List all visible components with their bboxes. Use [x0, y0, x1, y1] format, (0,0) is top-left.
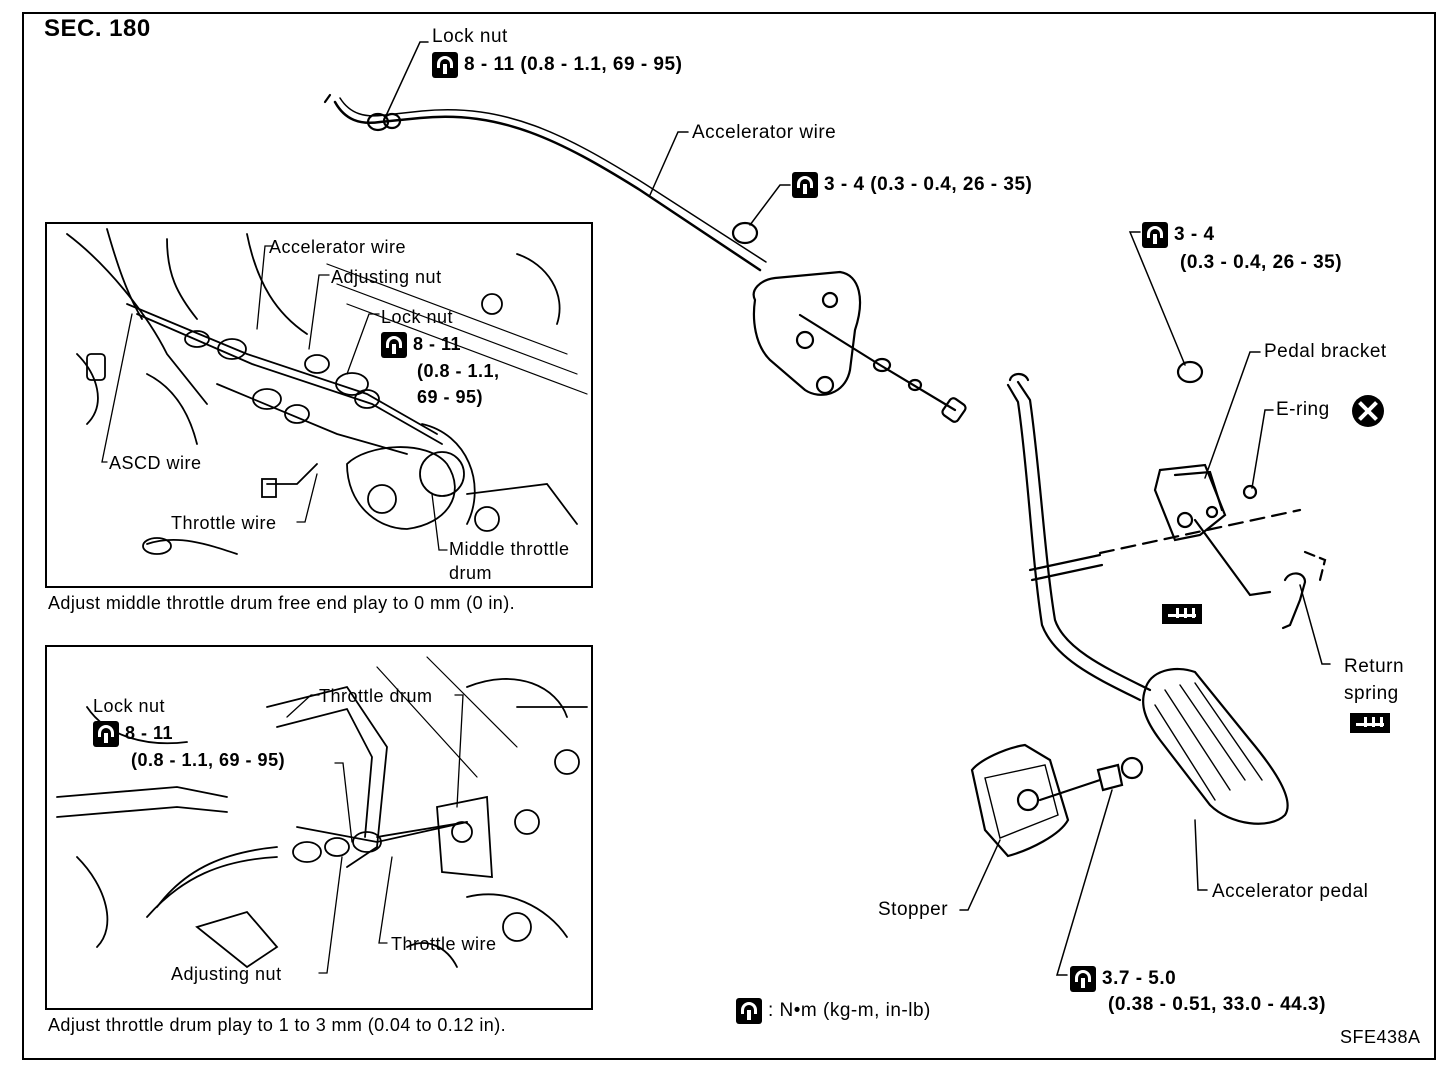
inset-bottom-lock-nut-label: Lock nut: [93, 696, 166, 716]
torque-wrench-icon: [432, 52, 458, 78]
accelerator-pedal-pad: [1142, 668, 1289, 825]
inset-top-accelerator-wire-label: Accelerator wire: [269, 237, 407, 257]
pedal-bracket-shape: [1153, 463, 1227, 542]
inner-cable: [798, 313, 957, 412]
lock-nut-main-shape: [366, 112, 390, 132]
return-spring-label-line1: Return: [1344, 656, 1405, 677]
diagram-frame: [22, 12, 1436, 1060]
inset-top-middle-throttle-label-line2: drum: [449, 563, 493, 583]
inset-throttle-drum: Lock nut 8 - 11 (0.8 - 1.1, 69 - 95) Thr…: [45, 645, 593, 1010]
inset-bottom-torque-line2: (0.8 - 1.1, 69 - 95): [131, 750, 286, 770]
bracket-nut-shape: [731, 221, 759, 245]
grease-icon: [1162, 604, 1202, 624]
pedal-bolt-torque-line1: 3.7 - 5.0: [1070, 966, 1176, 992]
section-label: SEC. 180: [44, 15, 151, 42]
accelerator-wire-cable: [333, 100, 762, 272]
torque-wrench-icon: [93, 721, 119, 747]
inset-top-lock-nut-label: Lock nut: [381, 307, 454, 327]
return-spring-shape: [1193, 518, 1272, 597]
inset-top-torque-line2: (0.8 - 1.1,: [417, 361, 500, 381]
inset-top-caption: Adjust middle throttle drum free end pla…: [48, 593, 515, 613]
inset-bottom-throttle-drum-label: Throttle drum: [319, 686, 433, 706]
grease-icon: [1350, 713, 1390, 733]
pedal-bracket-label: Pedal bracket: [1264, 341, 1387, 362]
inset-bottom-adjusting-nut-label: Adjusting nut: [171, 964, 282, 984]
pedal-bracket-torque-line1: 3 - 4: [1142, 222, 1215, 248]
pedal-arm: [1016, 380, 1152, 692]
return-spring-label-line2: spring: [1344, 683, 1399, 704]
accelerator-pedal-label: Accelerator pedal: [1212, 881, 1369, 902]
inset-bottom-torque-line1: 8 - 11: [93, 721, 173, 747]
lock-nut-label: Lock nut: [432, 26, 508, 47]
accelerator-wire-cable-outline: [339, 97, 767, 263]
inset-bottom-caption: Adjust throttle drum play to 1 to 3 mm (…: [48, 1015, 507, 1035]
torque-unit-legend: : N•m (kg-m, in-lb): [736, 998, 931, 1024]
pedal-bolt-shape: [1038, 778, 1102, 802]
inset-top-torque-line1: 8 - 11: [381, 332, 461, 358]
inset-top-linework: [66, 228, 588, 555]
wire-bracket-shape: [752, 270, 862, 396]
inset-top-middle-throttle-label-line1: Middle throttle: [449, 539, 570, 559]
torque-wrench-icon: [736, 998, 762, 1024]
e-ring-label: E-ring: [1276, 399, 1330, 420]
inset-top-ascd-wire-label: ASCD wire: [109, 453, 202, 473]
inset-bottom-linework: [56, 656, 588, 974]
torque-wrench-icon: [1142, 222, 1168, 248]
inset-middle-throttle-drum: Accelerator wire Adjusting nut Lock nut …: [45, 222, 593, 588]
figure-code: SFE438A: [1340, 1027, 1421, 1047]
torque-wrench-icon: [792, 172, 818, 198]
accelerator-wire-label: Accelerator wire: [692, 122, 837, 143]
inset-bottom-throttle-wire-label: Throttle wire: [391, 934, 497, 954]
inset-top-throttle-wire-label: Throttle wire: [171, 513, 277, 533]
inset-top-torque-line3: 69 - 95): [417, 387, 484, 407]
stopper-label: Stopper: [878, 899, 949, 920]
lock-nut-torque: 8 - 11 (0.8 - 1.1, 69 - 95): [432, 52, 682, 78]
torque-wrench-icon: [381, 332, 407, 358]
inset-top-adjusting-nut-label: Adjusting nut: [331, 267, 442, 287]
torque-wrench-icon: [1070, 966, 1096, 992]
bracket-nut-torque: 3 - 4 (0.3 - 0.4, 26 - 35): [792, 172, 1032, 198]
pedal-bolt-torque-line2: (0.38 - 0.51, 33.0 - 44.3): [1108, 994, 1326, 1015]
stopper-shape: [970, 743, 1070, 858]
pedal-bracket-torque-line2: (0.3 - 0.4, 26 - 35): [1180, 252, 1343, 273]
do-not-reuse-icon: [1352, 395, 1384, 427]
